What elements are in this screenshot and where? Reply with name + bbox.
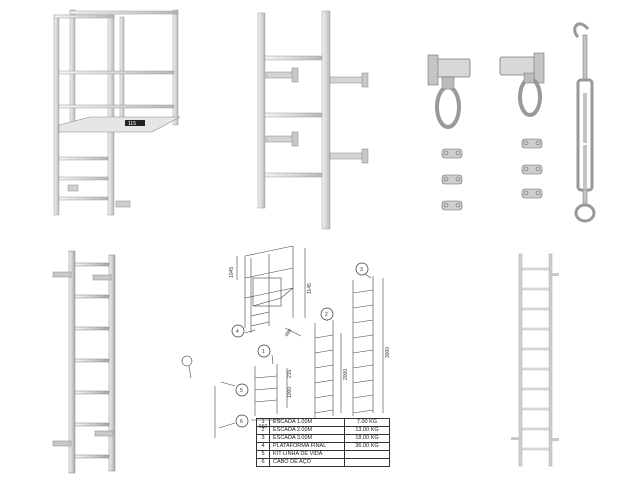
- tall-ladder-icon: [511, 253, 559, 467]
- table-row: 4 PLATAFORMA FINAL 36.00 KG: [256, 442, 390, 451]
- table-cell-weight: 13.00 KG: [344, 426, 390, 435]
- table-row: 5 KIT LINHA DE VIDA: [256, 450, 390, 459]
- technical-drawing: 4 1 2 3 5 6 1045 1145 480 215 1000 2000 …: [181, 245, 391, 438]
- platform-ladder-icon: 115: [53, 9, 181, 216]
- table-cell-num: 6: [256, 458, 270, 467]
- straight-ladder-icon: [52, 250, 116, 474]
- dim-ladder2-height: 2000: [343, 369, 349, 380]
- dim-ladder1-height: 1000: [287, 387, 293, 398]
- callout-5: 5: [240, 388, 243, 394]
- table-cell-desc: ESCADA 1.00M: [269, 418, 345, 427]
- table-cell-desc: PLATAFORMA FINAL: [269, 442, 345, 451]
- table-row: 1 ESCADA 1.00M 7.00 KG: [256, 418, 390, 427]
- table-cell-weight: [344, 450, 390, 459]
- table-cell-weight: 36.00 KG: [344, 442, 390, 451]
- dim-platform-side: 1145: [307, 283, 313, 294]
- table-cell-weight: 18.00 KG: [344, 434, 390, 443]
- turnbuckle-icon: [573, 22, 596, 223]
- table-cell-num: 1: [256, 418, 270, 427]
- table-cell-weight: [344, 458, 390, 467]
- clamp-left-icon: [427, 54, 471, 129]
- dim-platform-width: 480: [284, 328, 294, 338]
- table-cell-desc: KIT LINHA DE VIDA: [269, 450, 345, 459]
- table-cell-desc: ESCADA 2.00M: [269, 426, 345, 435]
- table-row: 2 ESCADA 2.00M 13.00 KG: [256, 426, 390, 435]
- callout-6: 6: [240, 419, 243, 425]
- table-cell-weight: 7.00 KG: [344, 418, 390, 427]
- table-cell-num: 3: [256, 434, 270, 443]
- table-cell-desc: ESCADA 3.00M: [269, 434, 345, 443]
- callout-2: 2: [325, 312, 328, 318]
- callout-3: 3: [360, 267, 363, 273]
- callout-1: 1: [262, 349, 265, 355]
- hardware-kit-icon: [427, 22, 596, 223]
- table-cell-desc: CABO DE AÇO: [269, 458, 345, 467]
- table-cell-num: 4: [256, 442, 270, 451]
- table-row: 6 CABO DE AÇO: [256, 458, 390, 467]
- table-cell-num: 5: [256, 450, 270, 459]
- clamp-right-icon: [499, 52, 545, 117]
- ladder-with-brackets-icon: [257, 10, 369, 230]
- parts-table: 1 ESCADA 1.00M 7.00 KG 2 ESCADA 2.00M 13…: [256, 418, 390, 467]
- callout-4: 4: [236, 329, 239, 335]
- dim-platform-height: 1045: [229, 267, 235, 278]
- dim-ladder3-height: 3000: [385, 347, 391, 358]
- dim-step-spacing: 215: [287, 369, 293, 378]
- table-row: 3 ESCADA 3.00M 18.00 KG: [256, 434, 390, 443]
- svg-text:115: 115: [128, 121, 136, 127]
- table-cell-num: 2: [256, 426, 270, 435]
